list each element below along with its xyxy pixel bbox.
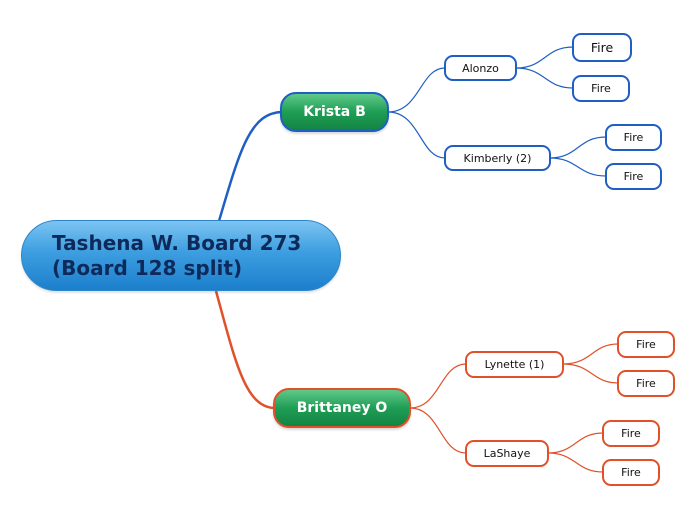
connector-root-brittaney <box>214 290 276 410</box>
leaf-label: Fire <box>590 40 614 55</box>
child-node-kimberly[interactable]: Kimberly (2) <box>444 145 551 171</box>
leaf-node-fire[interactable]: Fire <box>572 33 632 62</box>
child-node-alonzo[interactable]: Alonzo <box>444 55 517 81</box>
root-node[interactable]: Tashena W. Board 273 (Board 128 split) <box>21 220 341 291</box>
child-label: Lynette (1) <box>484 358 545 371</box>
leaf-node-fire[interactable]: Fire <box>602 459 660 486</box>
connector-alonzo-fire-2 <box>515 67 574 89</box>
connector-brittaney-lynette <box>409 363 467 409</box>
leaf-node-fire[interactable]: Fire <box>617 331 675 358</box>
leaf-node-fire[interactable]: Fire <box>605 124 662 151</box>
branch-node-brittaney[interactable]: Brittaney O <box>273 388 411 428</box>
leaf-label: Fire <box>636 338 656 351</box>
leaf-label: Fire <box>621 466 641 479</box>
branch-label: Brittaney O <box>296 400 388 416</box>
root-label: Tashena W. Board 273 (Board 128 split) <box>52 230 302 280</box>
leaf-label: Fire <box>623 131 644 144</box>
leaf-label: Fire <box>591 82 611 95</box>
connector-lashaye-fire-2 <box>547 452 604 473</box>
connector-krista-alonzo <box>387 67 446 113</box>
leaf-node-fire[interactable]: Fire <box>617 370 675 397</box>
branch-label: Krista B <box>303 104 366 120</box>
child-label: Alonzo <box>462 61 499 75</box>
connector-root-krista <box>217 110 284 222</box>
connector-lynette-fire-2 <box>562 363 619 384</box>
leaf-node-fire[interactable]: Fire <box>602 420 660 447</box>
leaf-label: Fire <box>623 170 644 183</box>
child-node-lashaye[interactable]: LaShaye <box>465 440 549 467</box>
leaf-label: Fire <box>636 377 656 390</box>
leaf-node-fire[interactable]: Fire <box>605 163 662 190</box>
child-label: Kimberly (2) <box>463 151 532 165</box>
connector-lynette-fire-1 <box>562 343 619 365</box>
connector-kimberly-fire-2 <box>549 157 607 177</box>
connector-kimberly-fire-1 <box>549 136 607 159</box>
connector-krista-kimberly <box>387 111 446 159</box>
connector-brittaney-lashaye <box>409 407 467 454</box>
leaf-node-fire[interactable]: Fire <box>572 75 630 102</box>
child-node-lynette[interactable]: Lynette (1) <box>465 351 564 378</box>
connector-alonzo-fire-1 <box>515 46 574 69</box>
leaf-label: Fire <box>621 427 641 440</box>
branch-node-krista[interactable]: Krista B <box>280 92 389 132</box>
child-label: LaShaye <box>483 447 531 460</box>
connector-lashaye-fire-1 <box>547 432 604 454</box>
